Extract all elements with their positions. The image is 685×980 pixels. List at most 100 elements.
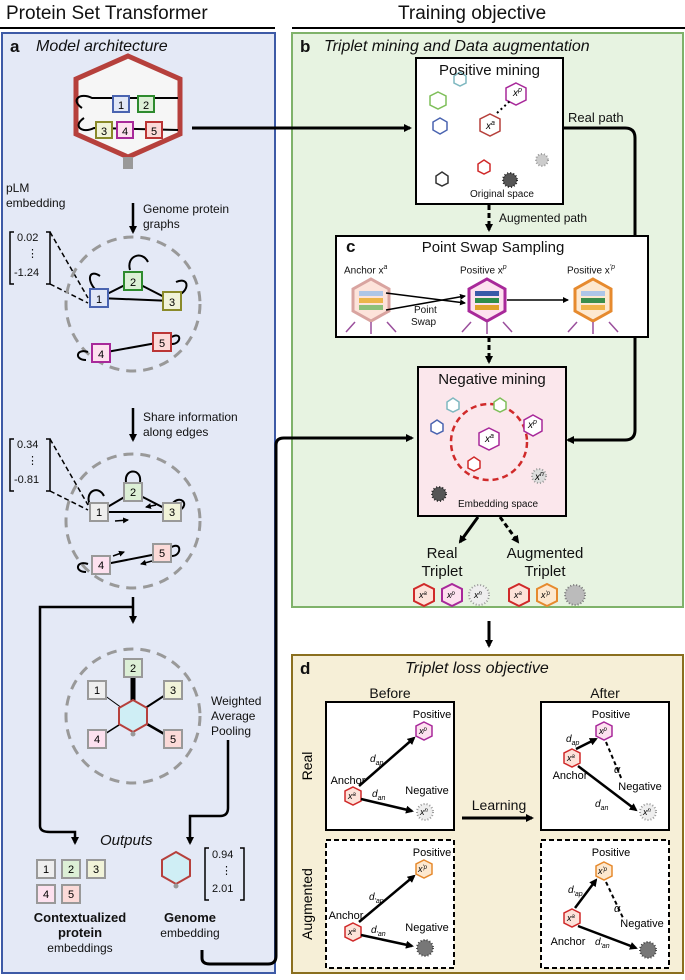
d-aa-dap: d'ap — [568, 885, 583, 898]
graph-1-node-5: 5 — [159, 338, 165, 350]
capsid-node-4: 4 — [122, 126, 128, 138]
graph-2-boundary — [64, 452, 202, 590]
d-aa-dan: d'an — [595, 937, 610, 950]
d-br-positive: Positive — [413, 709, 452, 721]
vec2-mid: ⋮ — [27, 455, 38, 467]
d-ar-dap: dap — [566, 734, 579, 747]
aug-triplet-line1: Augmented — [506, 545, 584, 562]
at-xa: xa — [513, 590, 523, 600]
step2-line2: along edges — [143, 425, 209, 439]
pos-label-xp: xp — [512, 87, 522, 99]
capsid-node-5: 5 — [151, 126, 157, 138]
capsid-node-3: 3 — [101, 126, 107, 138]
real-triplet-icons — [413, 582, 490, 608]
d-ba-negative: Negative — [405, 922, 448, 934]
after-aug-points — [563, 861, 657, 959]
arrow-to-negative-mining — [200, 434, 414, 966]
phage-capsid-icon — [73, 53, 183, 169]
left-header: Protein Set Transformer — [6, 3, 208, 24]
real-path-label: Real path — [568, 110, 624, 125]
d-aa-xa: xa — [566, 913, 576, 923]
point-swap-phages — [345, 277, 619, 334]
negative-mining-points — [430, 397, 547, 502]
panel-b-title: Triplet mining and Data augmentation — [324, 38, 590, 55]
genome-emb-line2: embedding — [160, 926, 220, 940]
original-space-label: Original space — [470, 189, 534, 200]
protein-emb-line3: embeddings — [47, 941, 113, 955]
d-aa-negative: Negative — [620, 918, 663, 930]
real-triplet-line2: Triplet — [421, 563, 463, 580]
graph-1-node-2: 2 — [130, 277, 136, 289]
d-ar-xa: xa — [566, 753, 576, 763]
graph-2-node-2: 2 — [130, 487, 136, 499]
positive-mining-points — [429, 71, 549, 188]
graph-1 — [77, 254, 188, 363]
d-br-xn: xn — [419, 807, 429, 817]
panel-c-letter: c — [346, 237, 356, 256]
graph-2 — [77, 470, 186, 575]
out-node-5: 5 — [68, 889, 74, 901]
before-aug-box — [325, 839, 455, 969]
d-ba-anchor: Anchor — [329, 910, 364, 922]
panel-d-title: Triplet loss objective — [405, 660, 549, 677]
before-real-box — [325, 701, 455, 831]
pooling-boundary — [64, 647, 202, 785]
vec3-bot: 2.01 — [212, 883, 234, 895]
graph-2-node-5: 5 — [159, 548, 165, 560]
rt-xn: xn — [473, 590, 483, 600]
capsid-node-1: 1 — [118, 100, 124, 112]
negative-mining-label: Negative mining — [438, 371, 546, 388]
protein-emb-line2: protein — [57, 925, 103, 940]
pool-line1: Weighted — [211, 694, 262, 708]
out-node-3: 3 — [93, 864, 99, 876]
after-real-points — [563, 721, 657, 821]
capsid-node-2: 2 — [143, 100, 149, 112]
panel-b-letter: b — [300, 37, 311, 56]
plm-label-2: embedding — [6, 196, 66, 210]
point-swap-line1: Point — [414, 305, 437, 316]
out-node-2: 2 — [68, 864, 74, 876]
pool-line2: Average — [211, 709, 256, 723]
out-node-4: 4 — [43, 889, 49, 901]
real-row-label: Real — [299, 752, 315, 781]
before-aug-points — [344, 859, 434, 957]
pool-node-1: 1 — [94, 685, 100, 697]
graph-1-boundary — [64, 235, 202, 373]
panel-a-bg — [1, 32, 276, 974]
graph-2-node-4: 4 — [98, 560, 104, 572]
graph-2-node-3: 3 — [169, 507, 175, 519]
positive-xp-label: Positive xp — [460, 264, 507, 277]
genome-emb-line1: Genome — [163, 910, 216, 925]
d-ar-positive: Positive — [592, 709, 631, 721]
d-br-xp: xp — [418, 726, 428, 736]
augmented-path-label: Augmented path — [499, 211, 588, 225]
vec2-bot: -0.81 — [14, 474, 40, 486]
vec2-top: 0.34 — [17, 439, 39, 451]
d-ba-xp: x'p — [417, 864, 428, 874]
at-xp: x'p — [540, 590, 551, 600]
panel-c-title: Point Swap Sampling — [421, 239, 565, 256]
d-ar-xp: xp — [598, 726, 608, 736]
pool-node-3: 3 — [170, 685, 176, 697]
d-br-negative: Negative — [405, 785, 448, 797]
step1-line2: graphs — [143, 217, 180, 231]
d-ba-positive: Positive — [413, 847, 452, 859]
pos-label-xa: xa — [485, 120, 495, 132]
real-triplet-line1: Real — [426, 545, 458, 562]
d-aa-xp: x'p — [597, 866, 608, 876]
pool-line3: Pooling — [211, 724, 252, 738]
step1-line1: Genome protein — [143, 202, 230, 216]
pool-node-5: 5 — [170, 734, 176, 746]
d-br-dap: dap — [370, 754, 383, 767]
right-header: Training objective — [398, 3, 547, 24]
point-swap-line2: Swap — [411, 317, 437, 328]
d-ba-dan: d'an — [371, 925, 386, 938]
d-ar-dan: dan — [595, 799, 608, 812]
d-ar-negative: Negative — [618, 781, 661, 793]
vec1-top: 0.02 — [17, 232, 39, 244]
genome-hexagon-icon — [161, 850, 191, 886]
panel-a-letter: a — [10, 37, 20, 56]
pooling-graph — [87, 658, 183, 749]
neg-label-xa: xa — [484, 433, 494, 445]
